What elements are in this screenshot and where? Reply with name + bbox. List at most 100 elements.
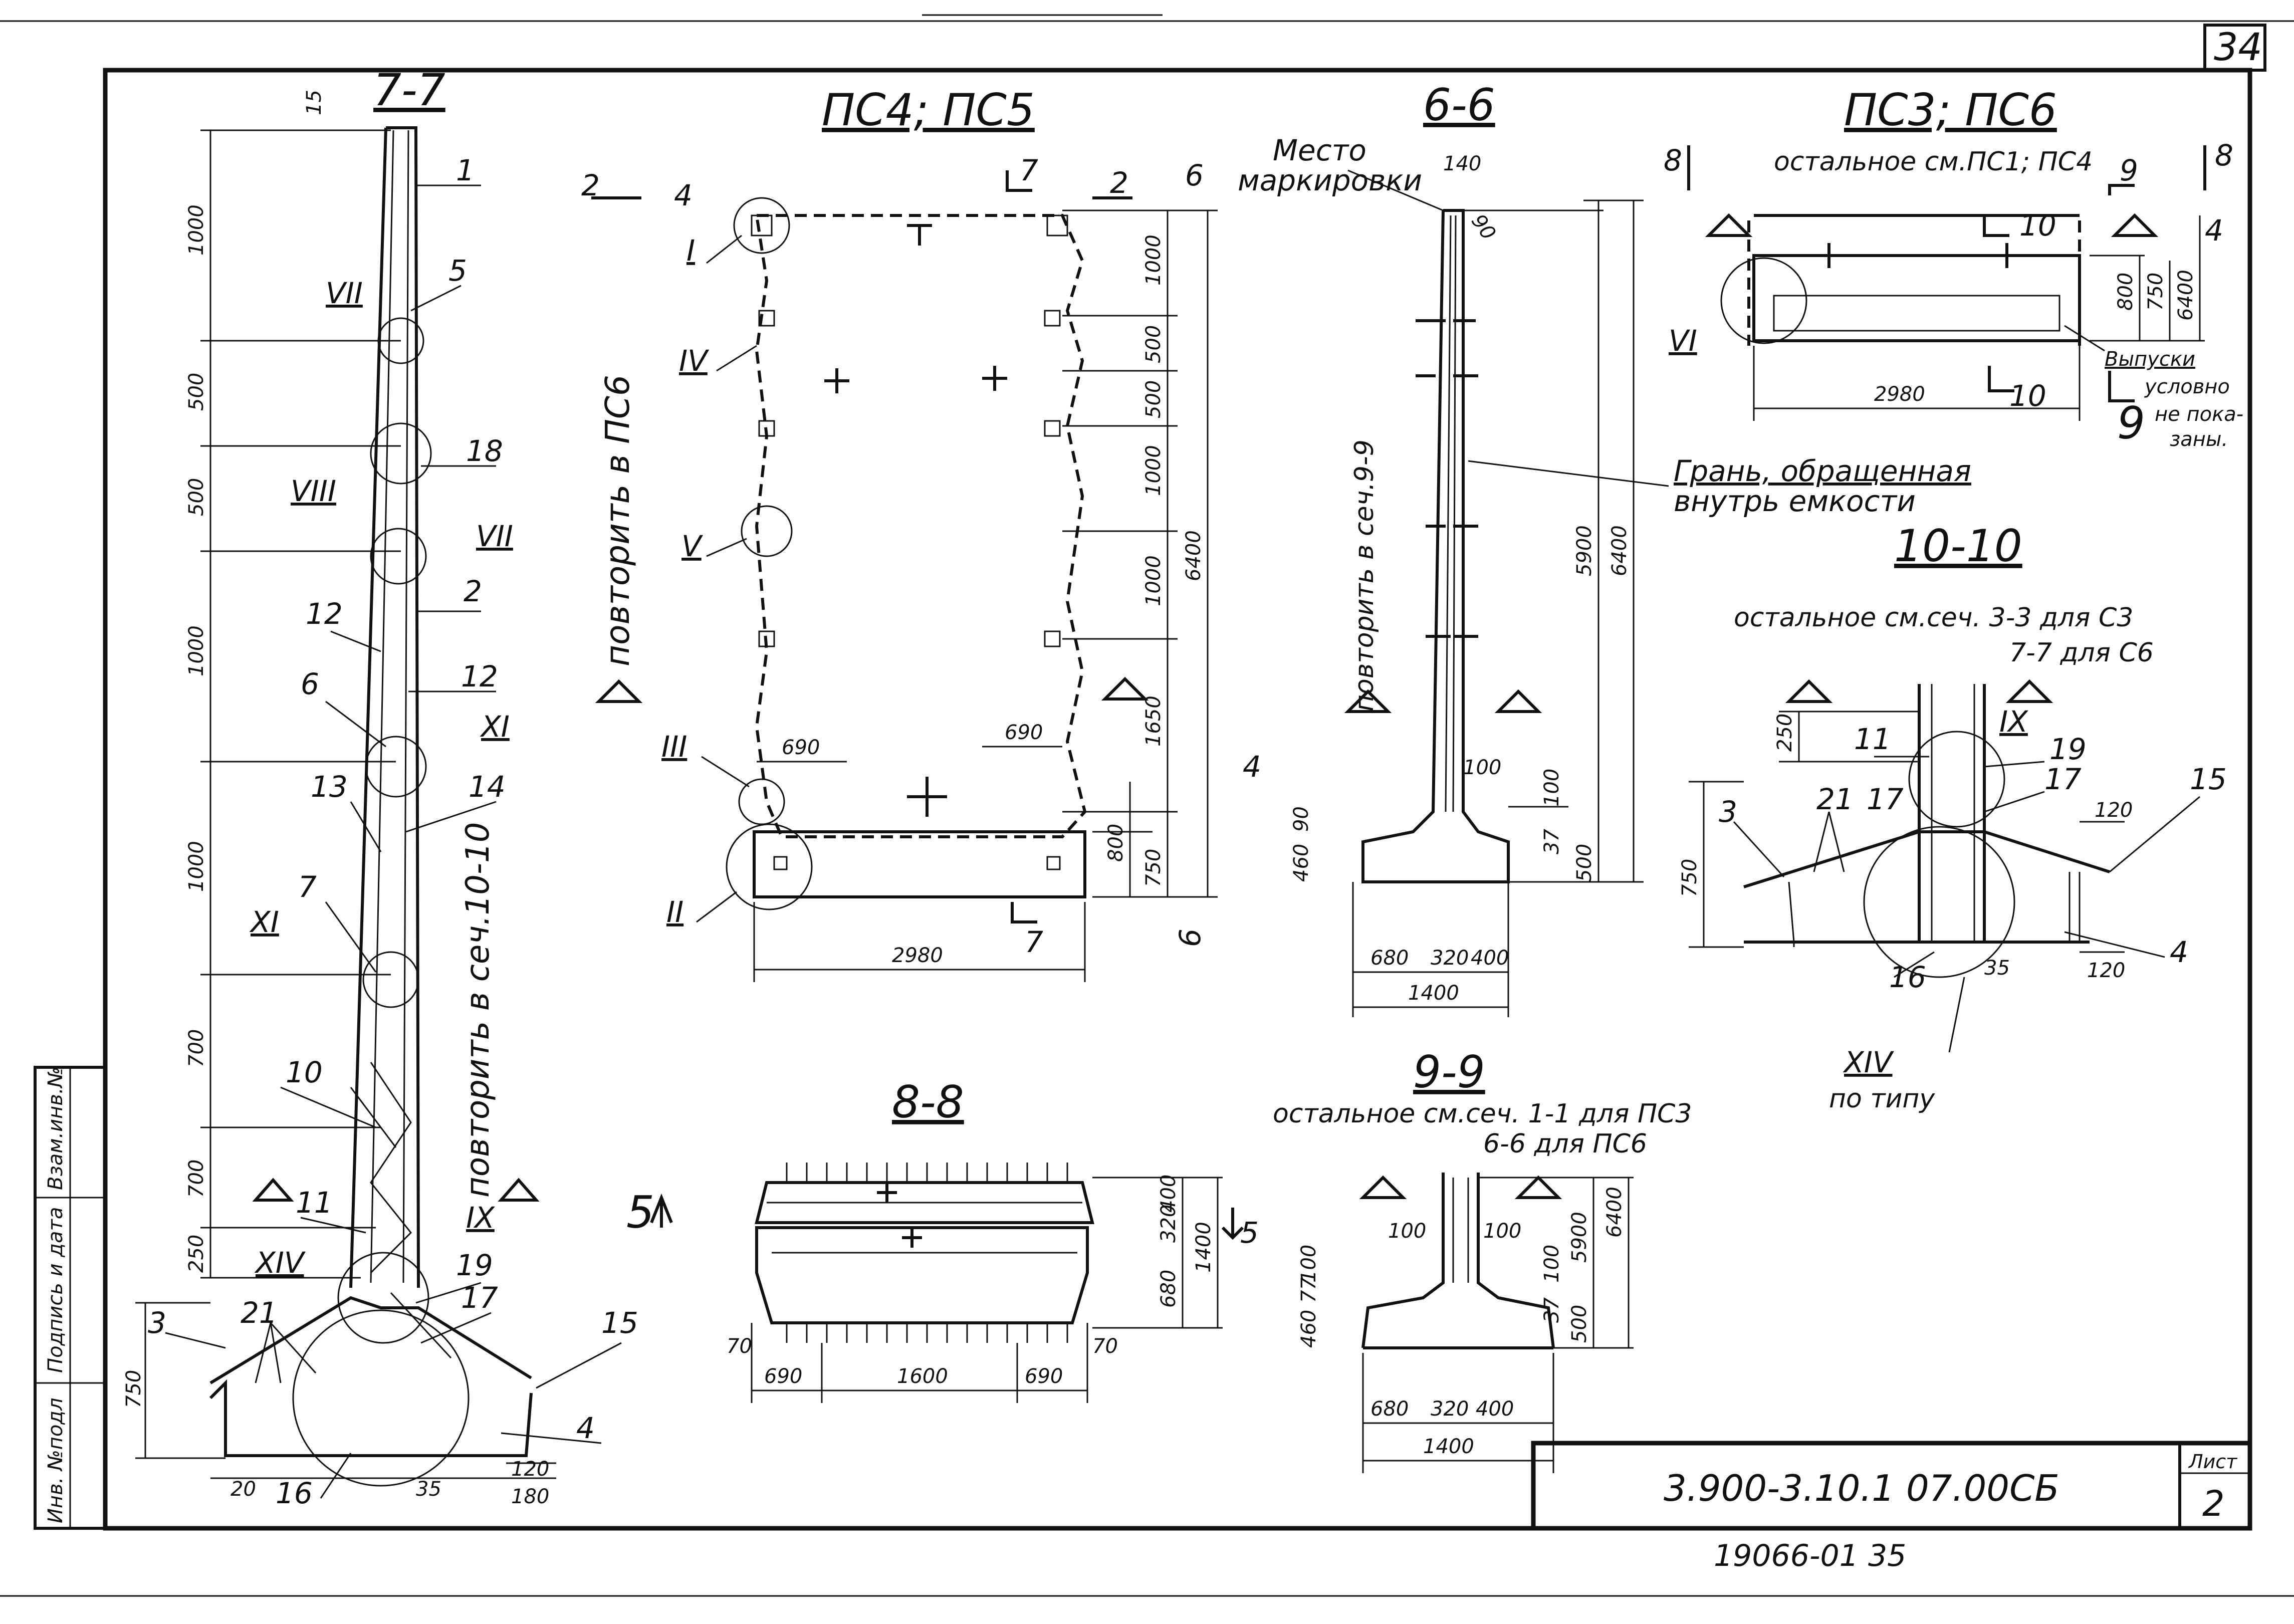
callout-7: 7 xyxy=(298,870,317,904)
pc4-dim-690-right: 690 xyxy=(1005,721,1043,744)
pc3-note-4: заны. xyxy=(2170,428,2228,451)
panel-pc3-pc6: ПС3; ПС6 остальное см.ПС1; ПС4 800 750 6… xyxy=(1664,84,2243,451)
section-9-9-title: 9-9 xyxy=(1413,1046,1485,1098)
s88-dim-70-right: 70 xyxy=(1092,1335,1118,1358)
s66-dim-500: 500 xyxy=(1573,844,1596,882)
section-8-8: 8-8 400 320 1400 680 70 70 690 1600 690 … xyxy=(626,1076,1259,1403)
pc3-roman-VI: VI xyxy=(1669,324,1697,358)
s1010-type-note: по типу xyxy=(1829,1084,1935,1114)
archive-number: 19066-01 35 xyxy=(1714,1538,1906,1573)
panel-pc4-title: ПС4; ПС5 xyxy=(822,84,1035,136)
s99-dim-100-a: 100 xyxy=(1388,1220,1426,1243)
s66-dim-460: 460 xyxy=(1290,844,1313,882)
pc4-dim-6400: 6400 xyxy=(1182,530,1205,581)
callout-17: 17 xyxy=(461,1281,498,1315)
pc4-roman-V: V xyxy=(681,529,704,563)
callout-6: 6 xyxy=(301,667,319,701)
pc4-roman-II: II xyxy=(666,895,683,929)
section-6-6: 6-6 Место маркировки 140 90 5900 6400 10… xyxy=(1238,79,1971,1017)
s99-dim-100-c: 100 xyxy=(1297,1245,1320,1283)
callout-10: 10 xyxy=(286,1055,323,1089)
s88-mark-5-left: 5 xyxy=(626,1187,654,1238)
section-8-8-title: 8-8 xyxy=(892,1076,964,1128)
s88-dim-320: 320 xyxy=(1157,1205,1180,1243)
mark-4-top: 4 xyxy=(674,178,693,212)
s66-dim-1400: 1400 xyxy=(1408,982,1459,1005)
dim-180: 180 xyxy=(511,1485,549,1508)
callout-19: 19 xyxy=(456,1248,493,1282)
roman-XI-lower: XI xyxy=(249,905,279,939)
roman-XIV: XIV xyxy=(254,1246,306,1280)
dim-500-a: 500 xyxy=(185,373,208,411)
s88-dim-680: 680 xyxy=(1157,1270,1180,1308)
s1010-dim-250: 250 xyxy=(1773,714,1796,752)
dim-700-b: 700 xyxy=(185,1159,208,1198)
pc4-roman-IV: IV xyxy=(679,344,710,378)
s1010-dim-120-top: 120 xyxy=(2095,799,2133,822)
roman-VII-top: VII xyxy=(326,276,363,310)
s99-dim-77: 77 xyxy=(1297,1277,1320,1303)
s99-dim-460: 460 xyxy=(1297,1310,1320,1348)
dim-750: 750 xyxy=(122,1370,145,1408)
s88-dim-1600: 1600 xyxy=(897,1365,948,1388)
pc3-mark-10-bottom: 10 xyxy=(2009,379,2046,413)
pc3-dim-750: 750 xyxy=(2144,273,2167,311)
section-7-7: 7-7 15 1000 xyxy=(122,64,638,1510)
mark-6-bottom: 6 xyxy=(1173,929,1207,947)
pc3-mark-8-right: 8 xyxy=(2215,138,2233,172)
pc3-dim-800: 800 xyxy=(2114,273,2137,311)
s99-dim-1400: 1400 xyxy=(1423,1435,1474,1458)
pc4-dim-500-b: 500 xyxy=(1142,380,1165,418)
roman-IX: IX xyxy=(466,1201,495,1235)
callout-5: 5 xyxy=(448,254,467,288)
pc3-mark-8-left: 8 xyxy=(1664,143,1682,177)
label-place: Место xyxy=(1273,133,1366,167)
mark-2-left: 2 xyxy=(581,168,600,202)
s66-dim-90: 90 xyxy=(1467,210,1500,244)
mark-7-bottom: 7 xyxy=(1025,925,1043,959)
panel-pc3-title: ПС3; ПС6 xyxy=(1844,84,2057,136)
embedded-ties xyxy=(758,310,1061,647)
note-repeat-9-9: повторить в сеч.9-9 xyxy=(1349,439,1380,712)
s99-dim-100-b: 100 xyxy=(1483,1220,1521,1243)
mark-4-right: 4 xyxy=(1243,750,1261,784)
s66-dim-320: 320 xyxy=(1431,947,1469,970)
section-9-9-note-2: 6-6 для ПС6 xyxy=(1483,1129,1647,1159)
pc4-dim-750: 750 xyxy=(1142,849,1165,887)
s66-dim-400: 400 xyxy=(1471,947,1509,970)
s1010-roman-XIV: XIV xyxy=(1843,1045,1895,1079)
stamp-replaced: Взам.инв.№ xyxy=(44,1067,67,1190)
dim-500-b: 500 xyxy=(185,478,208,516)
roman-VII: VII xyxy=(476,519,513,553)
s99-dim-37: 37 xyxy=(1540,1297,1563,1323)
pc3-mark-4: 4 xyxy=(2205,213,2223,248)
dim-700-a: 700 xyxy=(185,1029,208,1067)
pc3-note-1: Выпуски xyxy=(2105,348,2195,371)
s1010-dim-35: 35 xyxy=(1984,957,2010,980)
s99-dim-320: 320 xyxy=(1431,1398,1469,1421)
note-repeat-10-10: повторить в сеч.10-10 xyxy=(460,822,497,1198)
dim-35: 35 xyxy=(416,1478,441,1501)
dim-1000-c: 1000 xyxy=(185,841,208,892)
pc4-dim-2980: 2980 xyxy=(892,944,943,967)
s99-dim-6400: 6400 xyxy=(1603,1187,1626,1238)
callout-12-left: 12 xyxy=(306,597,343,631)
face-note-1: Грань, обращенная xyxy=(1674,454,1971,488)
s66-dim-37: 37 xyxy=(1540,829,1563,854)
s88-dim-70-left: 70 xyxy=(727,1335,752,1358)
s1010-callout-19: 19 xyxy=(2049,732,2087,766)
callout-21: 21 xyxy=(241,1296,278,1330)
pc4-dim-1000-c: 1000 xyxy=(1142,555,1165,606)
section-10-10-note-1: остальное см.сеч. 3-3 для С3 xyxy=(1734,603,2133,633)
callouts-7-7: 1 5 18 2 12 12 6 13 14 7 10 11 19 xyxy=(148,153,638,1510)
callout-3: 3 xyxy=(148,1306,166,1340)
list-label: Лист xyxy=(2188,1451,2238,1473)
section-10-10: 10-10 остальное см.сеч. 3-3 для С3 7-7 д… xyxy=(1678,520,2227,1114)
section-10-10-title: 10-10 xyxy=(1894,520,2022,572)
s66-dim-6400: 6400 xyxy=(1608,525,1631,576)
pc3-mark-9-bottom: 9 xyxy=(2117,397,2145,449)
s1010-callout-17-right: 17 xyxy=(2044,762,2082,796)
s66-dim-5900: 5900 xyxy=(1573,525,1596,576)
face-note-2: внутрь емкости xyxy=(1674,484,1916,518)
